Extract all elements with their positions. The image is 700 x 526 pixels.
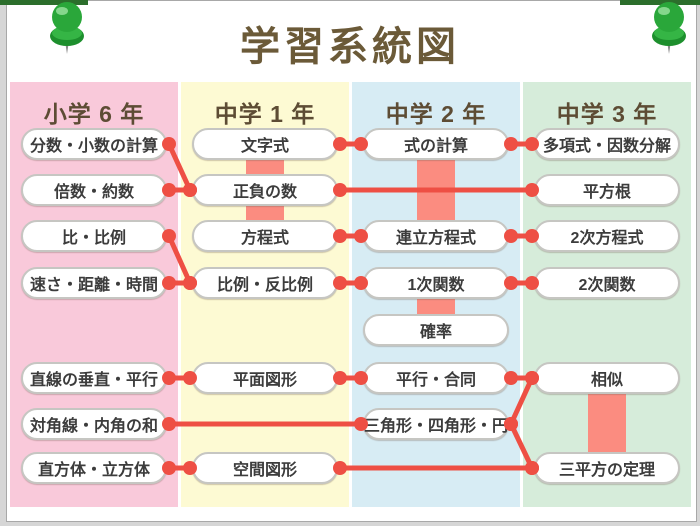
topic-label: 相似: [590, 372, 623, 389]
topic-node-baisu: 倍数・約数: [21, 174, 167, 206]
topic-node-ichiji: 1次関数: [363, 267, 509, 299]
topic-node-renritsu: 連立方程式: [363, 220, 509, 252]
topic-node-bunsu: 分数・小数の計算: [21, 128, 167, 160]
topic-node-sankaku: 三角形・四角形・円: [363, 408, 509, 440]
topic-node-soji: 相似: [534, 362, 680, 394]
board-background-strip-right: [620, 0, 700, 5]
topic-label: 分数・小数の計算: [29, 138, 158, 155]
topic-label: 1次関数: [407, 277, 465, 294]
topic-node-sanheiho: 三平方の定理: [534, 452, 680, 484]
topic-node-heimen: 平面図形: [192, 362, 338, 394]
topic-node-kakuritsu: 確率: [363, 314, 509, 346]
topic-label: 三平方の定理: [558, 462, 655, 479]
topic-node-hi: 比・比例: [21, 220, 167, 252]
topic-label: 直方体・立方体: [37, 462, 150, 479]
topic-label: 空間図形: [232, 462, 297, 479]
topic-label: 方程式: [240, 230, 289, 247]
topic-label: 2次方程式: [570, 230, 644, 247]
topic-label: 三角形・四角形・円: [364, 418, 509, 435]
board-background-strip-left: [0, 0, 88, 5]
topic-node-shiki: 式の計算: [363, 128, 509, 160]
topic-node-hirei: 比例・反比例: [192, 267, 338, 299]
topic-label: 2次関数: [578, 277, 636, 294]
topic-node-heihokon: 平方根: [534, 174, 680, 206]
topic-node-heiko: 平行・合同: [363, 362, 509, 394]
column-header: 中学 3 年: [556, 101, 658, 127]
topic-label: 比・比例: [61, 230, 126, 247]
topic-label: 多項式・因数分解: [542, 138, 671, 155]
column-header: 中学 1 年: [214, 101, 316, 127]
topic-label: 式の計算: [403, 138, 468, 155]
topic-label: 平行・合同: [395, 372, 476, 389]
topic-node-hoteishiki: 方程式: [192, 220, 338, 252]
pushpin-icon: [652, 2, 686, 54]
topic-node-hayasa: 速さ・距離・時間: [21, 267, 167, 299]
column-header: 中学 2 年: [385, 101, 487, 127]
topic-node-nijikansu: 2次関数: [534, 267, 680, 299]
topic-node-chokusen: 直線の垂直・平行: [21, 362, 167, 394]
column-header: 小学 6 年: [43, 101, 145, 127]
topic-label: 直線の垂直・平行: [29, 372, 158, 389]
topic-label: 連立方程式: [395, 230, 476, 247]
topic-node-chokuhotai: 直方体・立方体: [21, 452, 167, 484]
topic-node-mojishiki: 文字式: [192, 128, 338, 160]
page-title: 学習系統図: [240, 25, 460, 69]
topic-node-kukan: 空間図形: [192, 452, 338, 484]
topic-label: 倍数・約数: [53, 184, 134, 201]
topic-label: 対角線・内角の和: [29, 418, 158, 435]
topic-node-taikakusen: 対角線・内角の和: [21, 408, 167, 440]
topic-label: 正負の数: [232, 184, 297, 201]
topic-label: 文字式: [240, 138, 289, 155]
topic-label: 平方根: [582, 184, 631, 201]
topic-node-nijihotei: 2次方程式: [534, 220, 680, 252]
pushpin-icon: [50, 2, 84, 54]
topic-label: 比例・反比例: [216, 277, 313, 294]
topic-node-takoshiki: 多項式・因数分解: [534, 128, 680, 160]
topic-label: 速さ・距離・時間: [29, 277, 158, 294]
topic-label: 平面図形: [232, 372, 297, 389]
topic-label: 確率: [419, 324, 452, 341]
topic-node-seifu: 正負の数: [192, 174, 338, 206]
